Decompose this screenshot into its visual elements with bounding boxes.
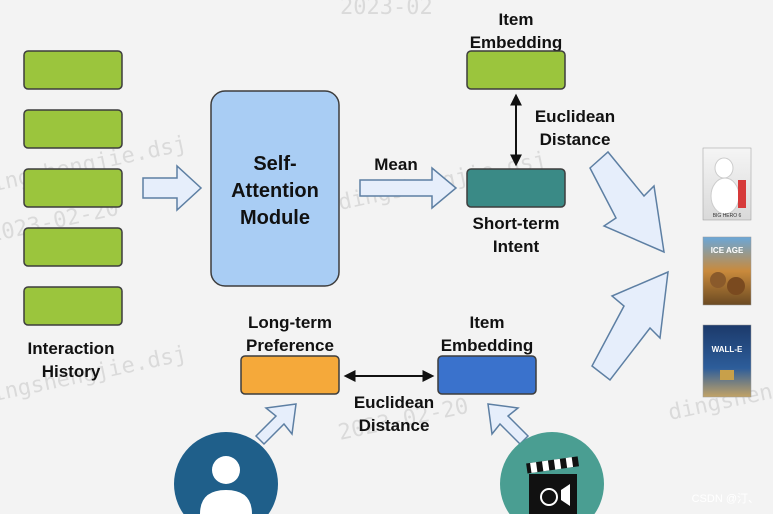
top-item-label: Embedding — [470, 33, 563, 52]
mean-label: Mean — [374, 155, 417, 174]
top-distance-label: Distance — [540, 130, 611, 149]
bottom-distance-label: Euclidean — [354, 393, 434, 412]
poster-title: ICE AGE — [711, 246, 744, 255]
long-term-preference-box — [240, 355, 340, 395]
movie-poster: WALL-E — [702, 324, 752, 398]
bottom-distance-label: Distance — [359, 416, 430, 435]
bottom-item-label: Embedding — [441, 336, 534, 355]
movie-poster: ICE AGE — [702, 236, 752, 306]
top-item-embedding-box — [466, 50, 566, 90]
top-distance-label: Euclidean — [535, 107, 615, 126]
history-item-box — [23, 109, 123, 149]
history-label: Interaction — [28, 339, 115, 358]
short-term-intent-box — [466, 168, 566, 208]
bottom-item-embedding-box — [437, 355, 537, 395]
short-term-label: Intent — [493, 237, 540, 256]
flow-arrow — [142, 164, 203, 212]
short-term-label: Short-term — [473, 214, 560, 233]
watermark-text: 2023-02 — [340, 0, 433, 20]
bottom-item-label: Item — [470, 313, 505, 332]
user-icon — [174, 432, 278, 514]
long-term-label: Long-term — [248, 313, 332, 332]
mean-arrow — [359, 166, 458, 210]
module-label: Module — [240, 207, 310, 229]
history-item-box — [23, 227, 123, 267]
history-item-box — [23, 50, 123, 90]
module-label: Self- — [253, 153, 296, 175]
flow-arrow — [487, 403, 530, 446]
movie-poster: BIG HERO 6 — [702, 147, 752, 221]
history-label: History — [42, 362, 101, 381]
recommend-arrow — [589, 150, 665, 254]
top-item-label: Item — [499, 10, 534, 29]
flow-arrow — [254, 403, 297, 446]
history-item-box — [23, 168, 123, 208]
history-item-box — [23, 286, 123, 326]
long-term-label: Preference — [246, 336, 334, 355]
interaction-history-stack — [23, 50, 123, 326]
poster-title: BIG HERO 6 — [713, 213, 742, 219]
film-clapper-icon — [500, 432, 604, 514]
recommend-arrow — [591, 270, 669, 382]
credit-text: CSDN @汀、 — [691, 493, 759, 505]
poster-title: WALL-E — [712, 345, 743, 354]
module-label: Attention — [231, 180, 319, 202]
self-attention-module — [210, 90, 340, 287]
